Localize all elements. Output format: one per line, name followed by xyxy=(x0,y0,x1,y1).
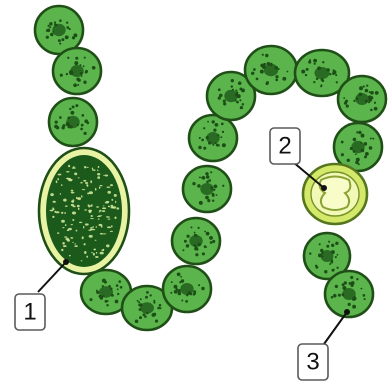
label-3-pointer xyxy=(344,309,350,315)
vegetative-cell xyxy=(53,48,101,94)
label-2-pointer xyxy=(321,185,327,191)
vegetative-cell xyxy=(183,166,231,212)
label-3-callout: 3 xyxy=(298,309,350,380)
vegetative-cell xyxy=(338,76,386,122)
label-2: 2 xyxy=(278,133,291,160)
label-1: 1 xyxy=(23,299,36,326)
label-3-leader xyxy=(324,312,347,344)
heterocyst xyxy=(303,164,367,224)
akinete xyxy=(39,148,129,274)
vegetative-cell xyxy=(245,46,297,94)
vegetative-cell xyxy=(172,218,220,264)
vegetative-cell xyxy=(49,98,97,146)
label-3: 3 xyxy=(306,349,319,376)
label-1-callout: 1 xyxy=(15,259,69,330)
vegetative-cell xyxy=(189,115,237,161)
label-1-leader xyxy=(38,262,66,292)
vegetative-cell xyxy=(163,266,211,312)
label-1-pointer xyxy=(63,259,69,265)
